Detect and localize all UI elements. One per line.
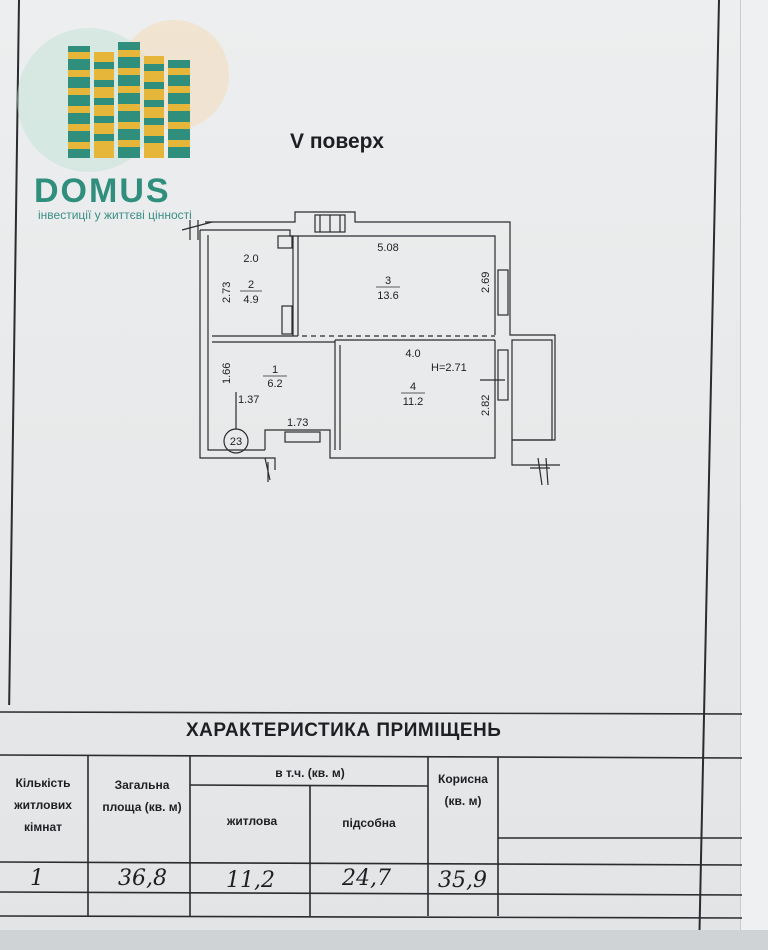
floor-title: V поверх [290,130,384,153]
sheet-edge [740,0,768,950]
col-header-aux: підсобна [342,816,396,830]
building-logo-icon [17,20,229,172]
logo-wordmark: DOMUS [34,172,171,210]
col-header-total: Загальна площа (кв. м) [102,778,182,814]
col-header-rooms: Кількість житлових кімнат [14,776,72,834]
rooms-table-grid [0,711,743,919]
col-header-living: житлова [226,814,278,828]
col-header-incl: в т.ч. (кв. м) [275,766,345,780]
background-surface [0,930,768,950]
value-aux: 24,7 [342,866,391,891]
col-header-useful: Корисна (кв. м) [438,772,488,808]
value-total: 36,8 [118,866,167,891]
value-useful: 35,9 [438,868,487,893]
table-title: ХАРАКТЕРИСТИКА ПРИМІЩЕНЬ [186,720,502,741]
logo-tagline: інвестиції у життєві цінності [38,208,192,222]
domus-logo [14,20,244,230]
value-rooms: 1 [30,866,44,891]
value-living: 11,2 [226,868,275,893]
